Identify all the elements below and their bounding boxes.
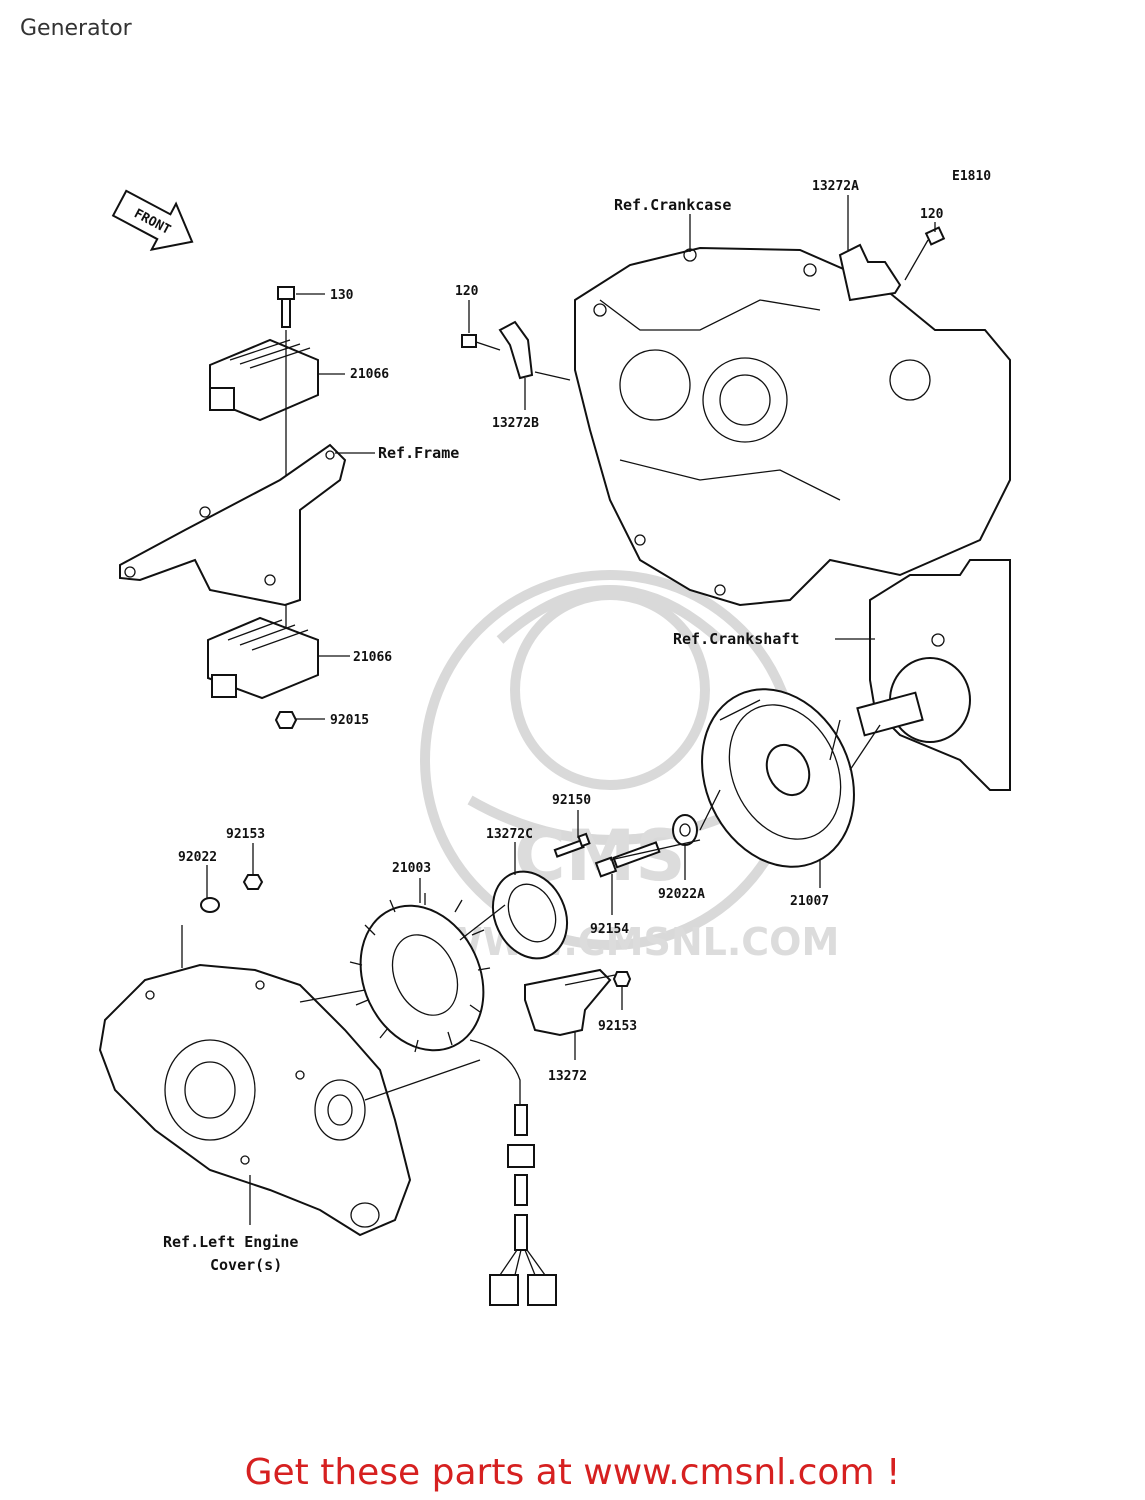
part-13272A-label: 13272A — [812, 179, 859, 194]
part-92022-label: 92022 — [178, 850, 217, 865]
plate-13272C — [492, 870, 568, 960]
part-13272-label: 13272 — [548, 1069, 587, 1084]
part-92154-label: 92154 — [590, 922, 629, 937]
screw-92150 — [553, 832, 591, 858]
regulator-21066-top — [209, 338, 319, 422]
bolt-92153-right — [612, 971, 632, 987]
bracket-13272 — [524, 968, 612, 1037]
part-13272B-label: 13272B — [492, 416, 539, 431]
bolt-120-right — [904, 226, 946, 281]
part-92153-top-label: 92153 — [226, 827, 265, 842]
part-92022A-label: 92022A — [658, 887, 705, 902]
diagram-code: E1810 — [952, 169, 991, 184]
ref-crankcase-label: Ref.Crankcase — [614, 196, 731, 214]
left-engine-cover-part — [98, 963, 412, 1237]
part-92150-label: 92150 — [552, 793, 591, 808]
footer-banner-link[interactable]: Get these parts at www.cmsnl.com ! — [244, 1452, 901, 1493]
page-title: Generator — [20, 16, 132, 41]
frame-bracket — [119, 443, 347, 607]
bolt-130 — [277, 286, 295, 328]
bolt-92153-top — [242, 874, 264, 890]
ref-left-engine-cover-label-2: Cover(s) — [210, 1256, 282, 1274]
part-21066-bottom-label: 21066 — [353, 650, 392, 665]
washer-92022 — [200, 897, 220, 913]
wire-harness — [489, 1104, 557, 1306]
part-92015-label: 92015 — [330, 713, 369, 728]
part-130-label: 130 — [330, 288, 354, 303]
regulator-21066-bottom — [207, 616, 319, 700]
washer-92022A — [672, 814, 698, 846]
nut-92015 — [274, 711, 298, 729]
front-arrow-icon: FRONT — [111, 189, 194, 252]
part-92153-right-label: 92153 — [598, 1019, 637, 1034]
crankshaft-part — [856, 559, 1011, 791]
ref-left-engine-cover-label-1: Ref.Left Engine — [163, 1233, 298, 1251]
bolt-92154 — [594, 841, 661, 878]
ref-crankshaft-label: Ref.Crankshaft — [673, 630, 799, 648]
part-120-right-label: 120 — [920, 207, 944, 222]
bracket-13272A — [838, 243, 902, 302]
ref-frame-label: Ref.Frame — [378, 444, 459, 462]
crankcase-part — [574, 246, 1011, 607]
part-21066-top-label: 21066 — [350, 367, 389, 382]
part-21007-label: 21007 — [790, 894, 829, 909]
stator-21003 — [349, 893, 521, 1110]
part-120-left-label: 120 — [455, 284, 479, 299]
part-13272C-label: 13272C — [486, 827, 533, 842]
part-21003-label: 21003 — [392, 861, 431, 876]
bolt-120-left — [461, 334, 501, 351]
bracket-13272B — [498, 320, 534, 380]
rotor-21007 — [701, 688, 855, 868]
